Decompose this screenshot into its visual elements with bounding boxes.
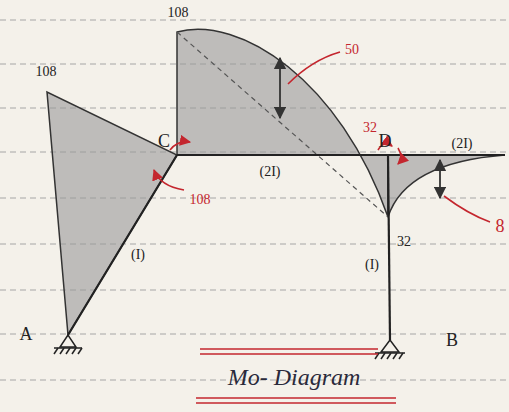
moment-value: 32 xyxy=(397,235,411,249)
moment-value: 108 xyxy=(190,193,211,207)
support-label: A xyxy=(20,325,33,343)
stiffness-label: (I) xyxy=(131,248,145,262)
ordinate-arrow xyxy=(439,160,441,198)
red-annotations xyxy=(154,52,490,222)
stiffness-label: (2I) xyxy=(452,137,473,151)
joint-label: D xyxy=(379,132,392,150)
moment-area-overhang xyxy=(388,155,505,217)
support-label: B xyxy=(446,331,458,349)
pin-support xyxy=(54,335,82,354)
closing-line xyxy=(177,32,388,217)
stiffness-label: (I) xyxy=(365,258,379,272)
diagram-caption: Mo- Diagram xyxy=(228,365,361,389)
moment-value: 32 xyxy=(363,121,377,135)
joint-label: C xyxy=(158,132,170,150)
moment-area-ac xyxy=(47,92,177,335)
moment-value: 108 xyxy=(168,6,189,20)
frame-members xyxy=(68,155,505,340)
ordinate-arrow xyxy=(279,58,281,118)
callout-number: 50 xyxy=(345,43,359,57)
paper-lines xyxy=(0,20,509,380)
callout-number: 8 xyxy=(496,217,505,235)
moment-value: 108 xyxy=(36,65,57,79)
stiffness-label: (2I) xyxy=(260,165,281,179)
moment-area-cd xyxy=(177,29,388,217)
pin-support xyxy=(375,340,405,359)
caption-underline xyxy=(196,349,396,403)
